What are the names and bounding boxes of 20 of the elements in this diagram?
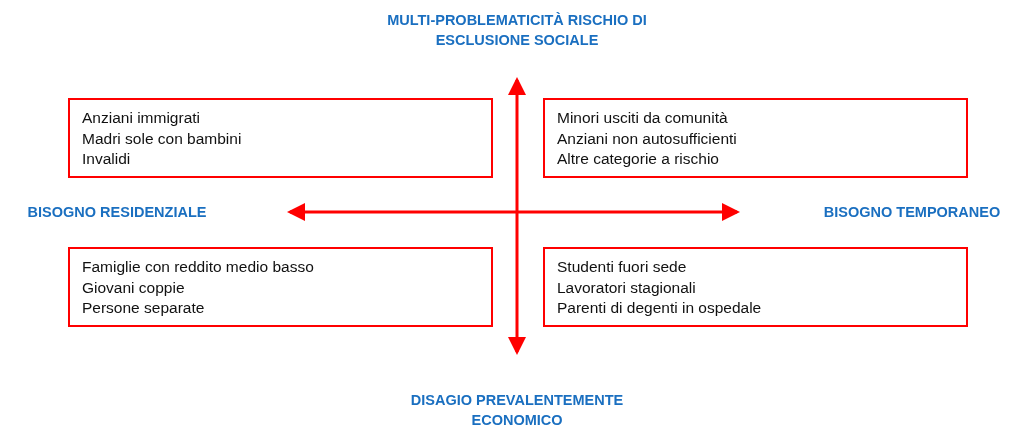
axis-label: BISOGNO RESIDENZIALE [26,203,208,222]
category-item: Anziani non autosufficienti [557,128,738,149]
category-item: Invalidi [82,149,132,169]
category-box [68,98,493,178]
axis-label: MULTI-PROBLEMATICITÀ RISCHIO DI ESCLUSIONE SOCIALE [386,11,648,50]
category-item: Altre categorie a rischio [557,149,720,169]
category-item: Famiglie con reddito medio basso [82,257,315,277]
axis-label: BISOGNO TEMPORANEO [822,203,1002,222]
category-item: Anziani immigrati [82,108,201,128]
axis-label: DISAGIO PREVALENTEMENTE ECONOMICO [409,391,625,425]
category-item: Parenti di degenti in ospedale [557,298,763,318]
category-item: Persone separate [82,298,206,318]
category-item: Minori usciti da comunità [557,108,729,128]
category-box [543,247,968,327]
category-item: Lavoratori stagionali [557,277,697,298]
category-item: Giovani coppie [82,277,186,298]
category-item: Studenti fuori sede [557,257,688,277]
category-item: Madri sole con bambini [82,128,243,149]
category-box [68,247,493,327]
category-box [543,98,968,178]
